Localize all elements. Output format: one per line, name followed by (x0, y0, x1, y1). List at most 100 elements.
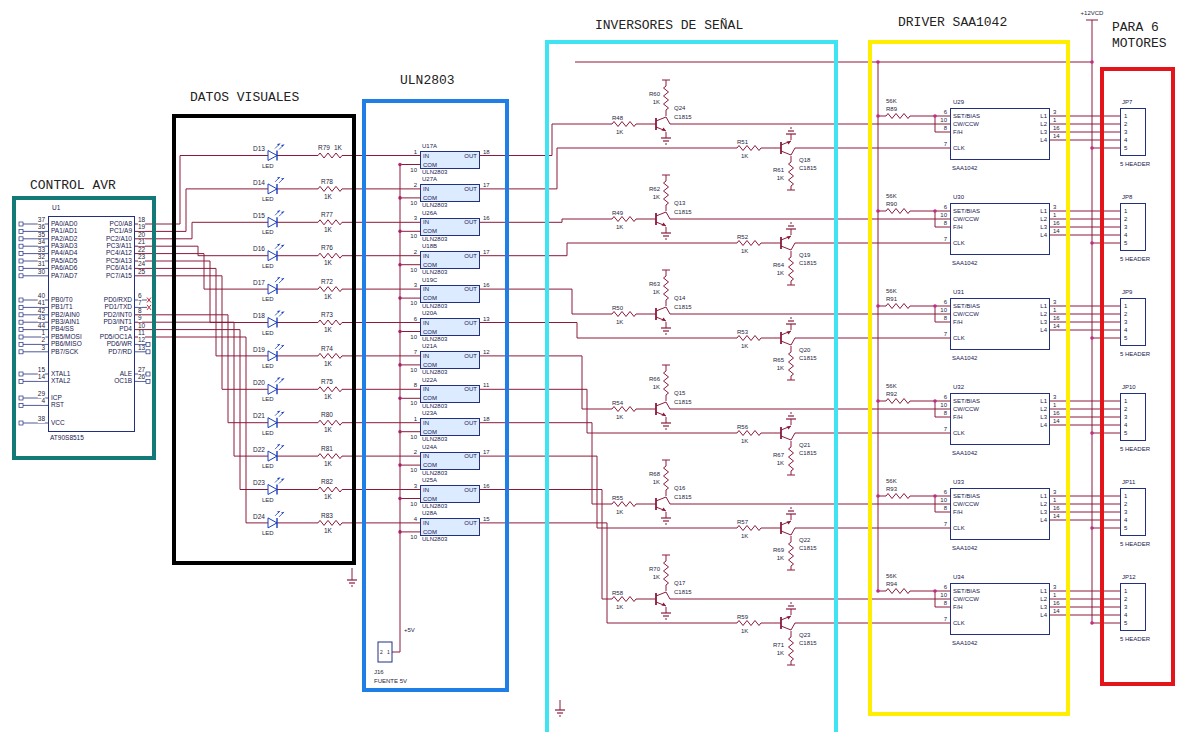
pin-name: PD6/WR (107, 341, 132, 348)
part-number: ULN2803 (422, 269, 447, 275)
pin-name: OUT (464, 487, 477, 493)
pin-number: 27 (138, 367, 145, 374)
part-number: ULN2803 (422, 536, 447, 542)
ground-symbol (663, 425, 669, 426)
pin-name: XTAL2 (51, 378, 70, 385)
led-reference: D24 (253, 514, 265, 521)
signal-wire (480, 456, 950, 528)
transistor-arrow (787, 141, 792, 144)
pin-number: 12 (138, 337, 145, 344)
pin-name: CW/CCW (953, 216, 979, 222)
pin-number: 18 (138, 217, 145, 224)
led-type: LED (262, 396, 274, 402)
pin-number: 1 (1053, 307, 1056, 313)
resistor-mask (318, 520, 342, 526)
part-reference: U31 (953, 289, 964, 295)
pin-name: 2 (1124, 311, 1127, 317)
led-light-arrow (279, 245, 284, 250)
resistor-mask (318, 153, 342, 159)
resistor-reference: R80 (321, 412, 333, 419)
part-number: ULN2803 (422, 503, 447, 509)
resistor-mask (612, 216, 636, 222)
pin-number: 7 (944, 521, 947, 527)
part-number: ULN2803 (422, 236, 447, 242)
pin-number: 1 (1053, 402, 1056, 408)
led-light-arrow (281, 245, 284, 247)
pin-name: 2 (1124, 121, 1127, 127)
signal-wire (480, 243, 950, 256)
signal-wire (1050, 615, 1120, 616)
resistor-symbol (789, 637, 794, 661)
pin-name: 2 (1124, 216, 1127, 222)
resistor-value: 1K (324, 327, 332, 334)
supply-tick (662, 555, 670, 556)
supply-tick (787, 190, 795, 191)
pin-number: 38 (38, 416, 45, 423)
transistor-arrow (662, 603, 667, 606)
driver-gate: U26AINOUTCOMULN2803 (420, 218, 480, 236)
transistor-arrow (662, 128, 667, 131)
led-light-arrow (279, 378, 284, 383)
resistor-mask (318, 353, 342, 359)
transistor-symbol (666, 402, 670, 409)
resistor-value: 56K (886, 288, 897, 294)
resistor-value: 1K (653, 384, 660, 390)
pin-name: IN (423, 353, 429, 359)
resistor-reference: R91 (886, 296, 897, 302)
microcontroller-chip: U1PA0/AD0PA1/AD1PA2/AD2PA3/AD3PA4/AD4PA5… (48, 216, 135, 432)
ground-wire (560, 700, 561, 710)
pin-name: PC5/A13 (106, 258, 132, 265)
resistor-reference: R71 (773, 642, 784, 648)
pin-number: 6 (944, 204, 947, 210)
pin-name: PD3/INT1 (103, 319, 132, 326)
pin-number: 1 (1053, 212, 1056, 218)
pin-number: 16 (483, 215, 490, 221)
resistor-reference: R61 (773, 167, 784, 173)
pin-number: 3 (41, 345, 45, 352)
resistor-symbol (886, 304, 910, 309)
resistor-mask (886, 208, 910, 214)
pin-number: 10 (410, 267, 417, 273)
driver-gate: U19CINOUTCOMULN2803 (420, 285, 480, 303)
pin-name: L1 (1040, 398, 1047, 404)
pin-terminal (19, 396, 23, 400)
ground-symbol (665, 618, 667, 619)
transistor-symbol (656, 592, 666, 596)
junction-dot (1090, 241, 1094, 245)
com-wire (400, 164, 420, 165)
resistor-value: 56K (886, 478, 897, 484)
signal-wire (135, 156, 420, 225)
pin-name: COM (423, 462, 437, 468)
part-reference: U22A (422, 377, 437, 383)
ground-symbol (665, 428, 667, 429)
ground-symbol (559, 715, 561, 716)
led-light-arrow (277, 177, 280, 179)
pin-number: 37 (38, 217, 45, 224)
pin-number: 41 (38, 300, 45, 307)
driver-gate: U27AINOUTCOMULN2803 (420, 184, 480, 202)
resistor-mask (886, 588, 910, 594)
ground-symbol (661, 612, 671, 613)
led-symbol (268, 217, 277, 227)
pin-terminal (19, 266, 23, 270)
pin-name: 4 (1124, 517, 1127, 523)
transistor-symbol (666, 592, 670, 599)
resistor-reference: R56 (737, 424, 748, 430)
pin-number: 14 (1053, 133, 1060, 139)
part-number: AT90S8515 (50, 435, 84, 442)
led-light-arrow (277, 144, 280, 146)
pin-name: PC7/A15 (106, 273, 132, 280)
led-light-arrow (275, 478, 280, 483)
transistor-symbol (780, 522, 782, 534)
resistor-symbol (664, 181, 669, 205)
resistor-mask (737, 430, 761, 436)
led-type: LED (262, 163, 274, 169)
signal-wire (1050, 496, 1120, 497)
led-light-arrow (275, 444, 280, 449)
resistor-value: 1K (777, 650, 784, 656)
transistor-symbol (791, 338, 795, 345)
led-symbol (268, 351, 277, 361)
led-symbol (276, 485, 277, 495)
pin-name: L1 (1040, 493, 1047, 499)
led-light-arrow (277, 444, 280, 446)
